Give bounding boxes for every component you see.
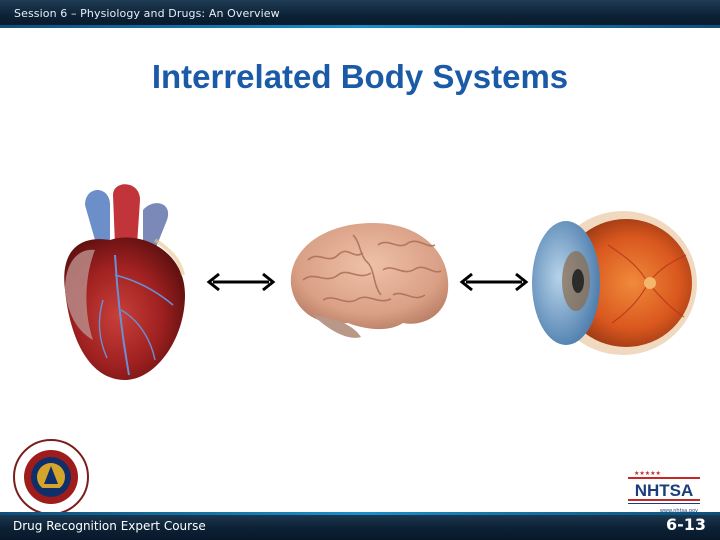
course-title: Drug Recognition Expert Course bbox=[13, 519, 206, 533]
svg-text:NHTSA: NHTSA bbox=[635, 481, 694, 500]
svg-text:★★★★★: ★★★★★ bbox=[634, 470, 661, 477]
heart-image bbox=[64, 184, 185, 380]
slide-title: Interrelated Body Systems bbox=[151, 58, 569, 95]
double-arrow-icon bbox=[206, 272, 276, 292]
session-title: Session 6 – Physiology and Drugs: An Ove… bbox=[14, 7, 280, 20]
svg-text:www.nhtsa.gov: www.nhtsa.gov bbox=[660, 508, 698, 514]
brain-image bbox=[290, 223, 449, 338]
double-arrow-icon bbox=[459, 272, 529, 292]
nhtsa-logo: ★★★★★ NHTSA www.nhtsa.gov bbox=[628, 470, 700, 514]
eye-image bbox=[532, 211, 697, 355]
header-bar: Session 6 – Physiology and Drugs: An Ove… bbox=[0, 0, 720, 28]
iacp-seal-logo bbox=[13, 439, 89, 515]
footer-bar: Drug Recognition Expert Course 6-13 bbox=[0, 512, 720, 540]
page-number: 6-13 bbox=[665, 515, 706, 534]
